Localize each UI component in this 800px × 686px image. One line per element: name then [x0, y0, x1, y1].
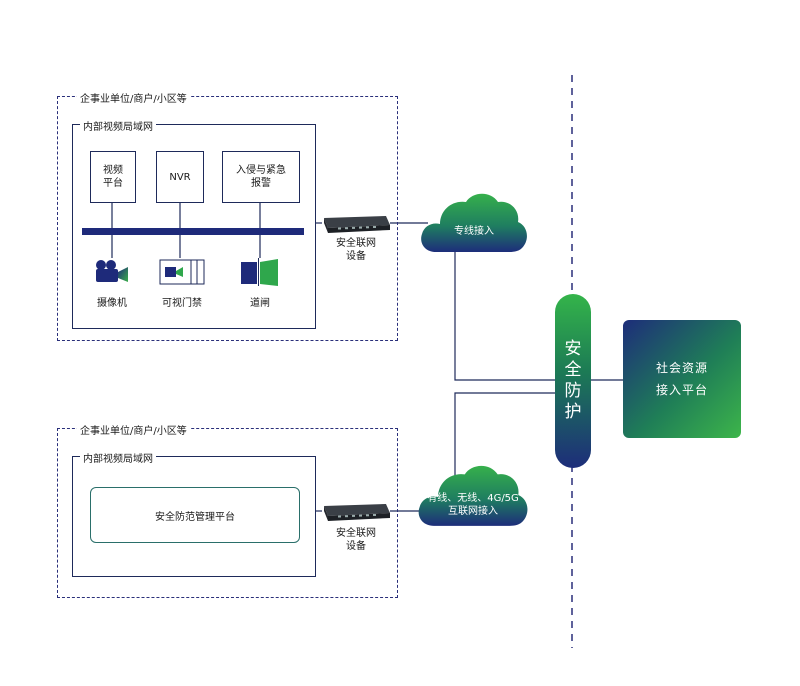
- system-video-platform: 视频 平台: [90, 151, 136, 203]
- camera-icon: [96, 260, 128, 282]
- bottom-lan-label: 内部视频局域网: [80, 450, 156, 465]
- gateway-device-icon: [324, 216, 390, 233]
- barrier-gate-icon: [241, 258, 278, 286]
- cloud-top-label: 专线接入: [454, 226, 494, 237]
- device-gate-label: 道闸: [250, 298, 270, 309]
- cloud-icon: [421, 193, 527, 252]
- gateway-device-icon: [324, 504, 390, 521]
- security-protection-pillar: 安 全 防 护: [555, 294, 591, 468]
- top-site-label: 企事业单位/商户/小区等: [77, 90, 190, 105]
- top-lan-box: [72, 124, 316, 329]
- bottom-site-label: 企事业单位/商户/小区等: [77, 422, 190, 437]
- system-alarm: 入侵与紧急 报警: [222, 151, 300, 203]
- bottom-lan-box: [72, 456, 316, 577]
- top-lan-label: 内部视频局域网: [80, 118, 156, 133]
- top-site-boundary: [57, 96, 398, 341]
- device-access-label: 可视门禁: [162, 298, 202, 309]
- bottom-gateway-label: 安全联网 设备: [336, 528, 376, 552]
- link-bottom-cloud-pillar: [454, 392, 556, 488]
- access-control-icon: [159, 259, 205, 285]
- cloud-bottom-label: 有线、无线、4G/5G 互联网接入: [427, 493, 519, 517]
- network-bus: [82, 228, 304, 235]
- security-management-platform: 安全防范管理平台: [90, 487, 300, 543]
- system-nvr: NVR: [156, 151, 204, 203]
- device-camera-label: 摄像机: [97, 298, 127, 309]
- bottom-site-boundary: [57, 428, 398, 598]
- cloud-icon: [418, 465, 528, 526]
- social-resource-platform: 社会资源 接入平台: [623, 320, 741, 438]
- top-gateway-label: 安全联网 设备: [336, 238, 376, 262]
- link-top-cloud-pillar: [454, 250, 556, 381]
